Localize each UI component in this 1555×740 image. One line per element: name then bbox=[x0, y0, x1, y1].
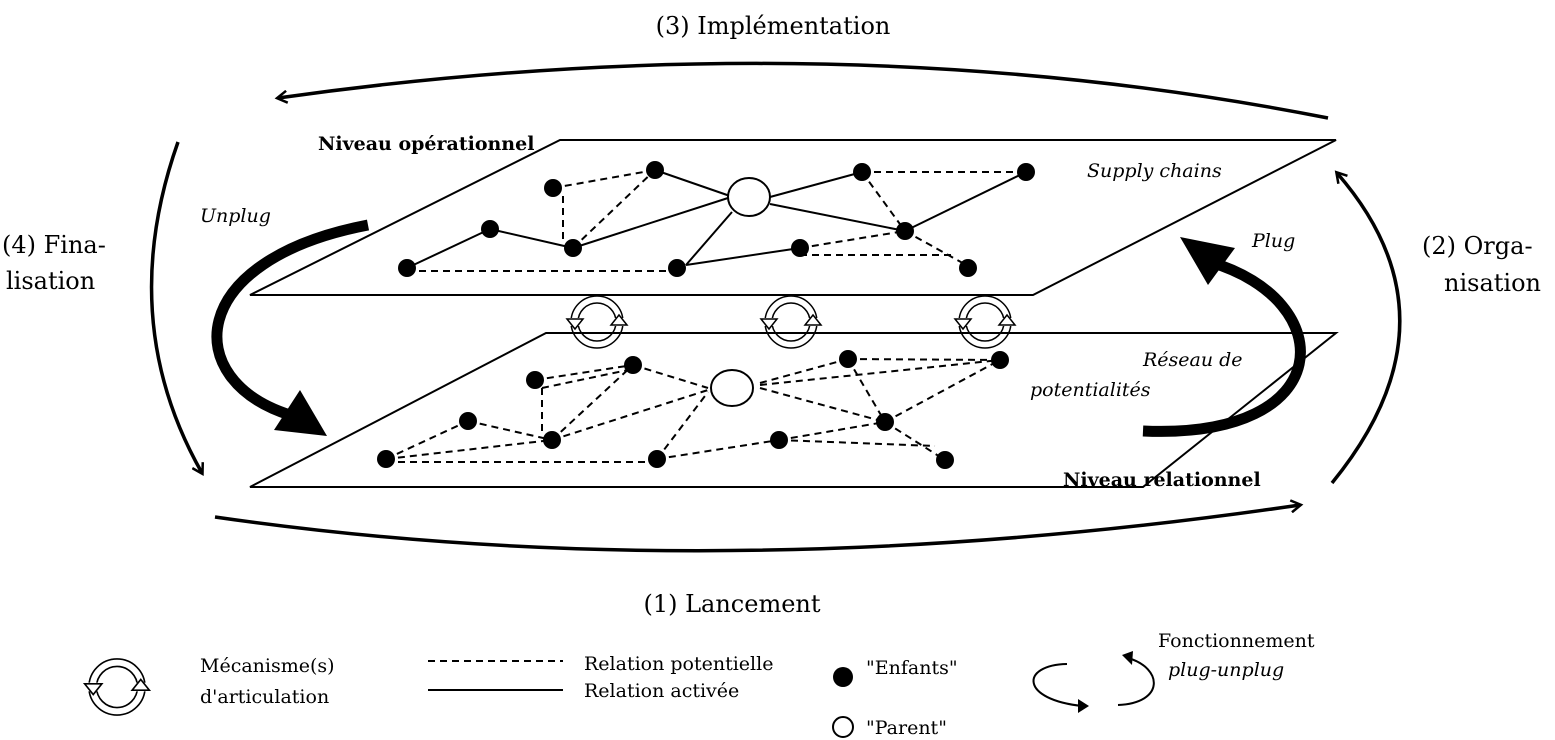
legend-articulation-icon bbox=[83, 658, 151, 716]
phase-organisation-1: (2) Orga- bbox=[1422, 232, 1533, 260]
potential-network-label-2: potentialités bbox=[1030, 379, 1151, 401]
phase-launch: (1) Lancement bbox=[643, 590, 820, 618]
legend: Mécanisme(s) d'articulation Relation pot… bbox=[83, 630, 1315, 739]
legend-plugunplug-2: plug-unplug bbox=[1168, 659, 1284, 681]
phase-organisation-2: nisation bbox=[1444, 269, 1541, 297]
relational-plane bbox=[249, 332, 1339, 488]
legend-parent: "Parent" bbox=[866, 717, 947, 739]
phase-finalisation-1: (4) Fina- bbox=[2, 231, 106, 259]
unplug-arrowhead bbox=[274, 390, 327, 436]
phase-implementation: (3) Implémentation bbox=[656, 12, 891, 40]
phase-finalisation-2: lisation bbox=[6, 267, 95, 295]
operational-plane bbox=[249, 139, 1337, 296]
legend-children: "Enfants" bbox=[866, 657, 958, 679]
plug-label: Plug bbox=[1251, 230, 1295, 252]
relational-network bbox=[385, 358, 1001, 463]
legend-mechanism-1: Mécanisme(s) bbox=[200, 655, 335, 677]
launch-arrow bbox=[214, 505, 1300, 553]
operational-network bbox=[406, 169, 1027, 272]
supply-chains-label: Supply chains bbox=[1087, 160, 1222, 182]
organisation-arrow bbox=[1330, 173, 1402, 485]
operational-level-label: Niveau opérationnel bbox=[318, 133, 534, 155]
unplug-arrow bbox=[211, 219, 370, 421]
plug-arrow bbox=[1142, 256, 1306, 437]
implementation-arrow bbox=[278, 61, 1329, 120]
legend-activated-relation: Relation activée bbox=[584, 680, 739, 702]
relational-level-label: Niveau relationnel bbox=[1063, 469, 1261, 491]
legend-mechanism-2: d'articulation bbox=[200, 686, 329, 708]
plug-arrowhead bbox=[1180, 237, 1235, 285]
potential-network-label-1: Réseau de bbox=[1142, 349, 1243, 371]
legend-parent-dot bbox=[832, 716, 854, 738]
unplug-label: Unplug bbox=[200, 205, 271, 227]
legend-child-dot bbox=[833, 667, 853, 687]
finalisation-arrow bbox=[149, 141, 202, 473]
legend-potential-relation: Relation potentielle bbox=[584, 653, 773, 675]
operational-nodes bbox=[398, 161, 1035, 277]
legend-plug-unplug-icon bbox=[1032, 651, 1155, 713]
relational-nodes bbox=[377, 350, 1009, 469]
legend-plugunplug-1: Fonctionnement bbox=[1158, 630, 1315, 652]
